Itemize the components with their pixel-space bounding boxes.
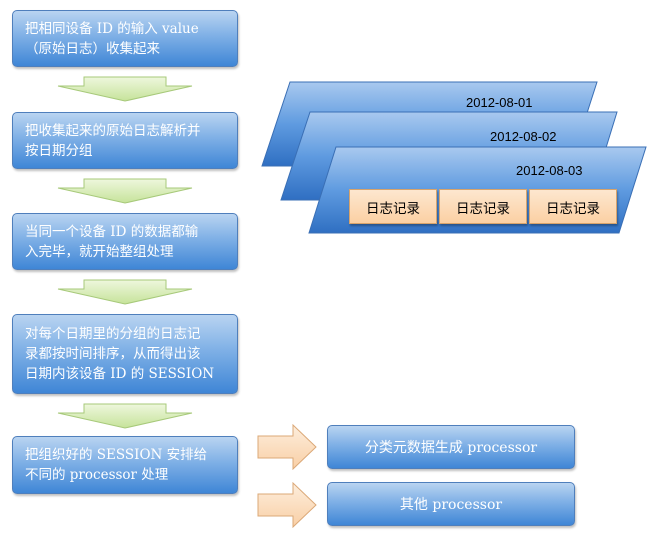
date-label: 2012-08-01 bbox=[466, 95, 533, 110]
date-label: 2012-08-03 bbox=[516, 163, 583, 178]
down-arrow-icon bbox=[57, 76, 193, 102]
step-sort-by-time: 对每个日期里的分组的日志记 录都按时间排序，从而得出该 日期内该设备 ID 的 … bbox=[12, 314, 238, 394]
step-text-line: 入完毕，就开始整组处理 bbox=[25, 243, 174, 260]
processor-other: 其他 processor bbox=[327, 482, 575, 526]
processor-label: 其他 processor bbox=[399, 497, 503, 513]
log-record-card: 日志记录 bbox=[349, 189, 437, 224]
date-panel-back bbox=[261, 81, 598, 167]
right-arrow-icon bbox=[257, 482, 317, 528]
processor-label: 分类元数据生成 processor bbox=[364, 440, 538, 456]
log-record-card: 日志记录 bbox=[529, 189, 617, 224]
step-text-line: 录都按时间排序，从而得出该 bbox=[25, 346, 201, 362]
step-text-line: 把相同设备 ID 的输入 value bbox=[25, 20, 199, 37]
down-arrow-icon bbox=[57, 279, 193, 305]
log-record-label: 日志记录 bbox=[546, 200, 600, 217]
step-text-line: 不同的 processor 处理 bbox=[25, 467, 169, 483]
step-parse-group-by-date: 把收集起来的原始日志解析并 按日期分组 bbox=[12, 112, 238, 169]
step-process-group: 当同一个设备 ID 的数据都输 入完毕，就开始整组处理 bbox=[12, 213, 238, 270]
log-record-card: 日志记录 bbox=[439, 189, 527, 224]
processor-classification: 分类元数据生成 processor bbox=[327, 425, 575, 469]
step-text-line: 把收集起来的原始日志解析并 bbox=[25, 122, 201, 139]
down-arrow-icon bbox=[57, 403, 193, 429]
step-text-line: 把组织好的 SESSION 安排给 bbox=[25, 447, 208, 463]
log-record-label: 日志记录 bbox=[456, 200, 510, 217]
log-record-label: 日志记录 bbox=[366, 200, 420, 217]
step-text-line: 按日期分组 bbox=[25, 142, 93, 159]
step-collect-input: 把相同设备 ID 的输入 value （原始日志）收集起来 bbox=[12, 10, 238, 67]
step-dispatch-processors: 把组织好的 SESSION 安排给 不同的 processor 处理 bbox=[12, 436, 238, 494]
step-text-line: （原始日志）收集起来 bbox=[25, 40, 160, 57]
date-panel-middle bbox=[280, 111, 618, 201]
step-text-line: 对每个日期里的分组的日志记 bbox=[25, 326, 201, 342]
date-label: 2012-08-02 bbox=[490, 129, 557, 144]
down-arrow-icon bbox=[57, 178, 193, 204]
step-text-line: 日期内该设备 ID 的 SESSION bbox=[25, 366, 215, 382]
right-arrow-icon bbox=[257, 424, 317, 470]
step-text-line: 当同一个设备 ID 的数据都输 bbox=[25, 223, 199, 240]
